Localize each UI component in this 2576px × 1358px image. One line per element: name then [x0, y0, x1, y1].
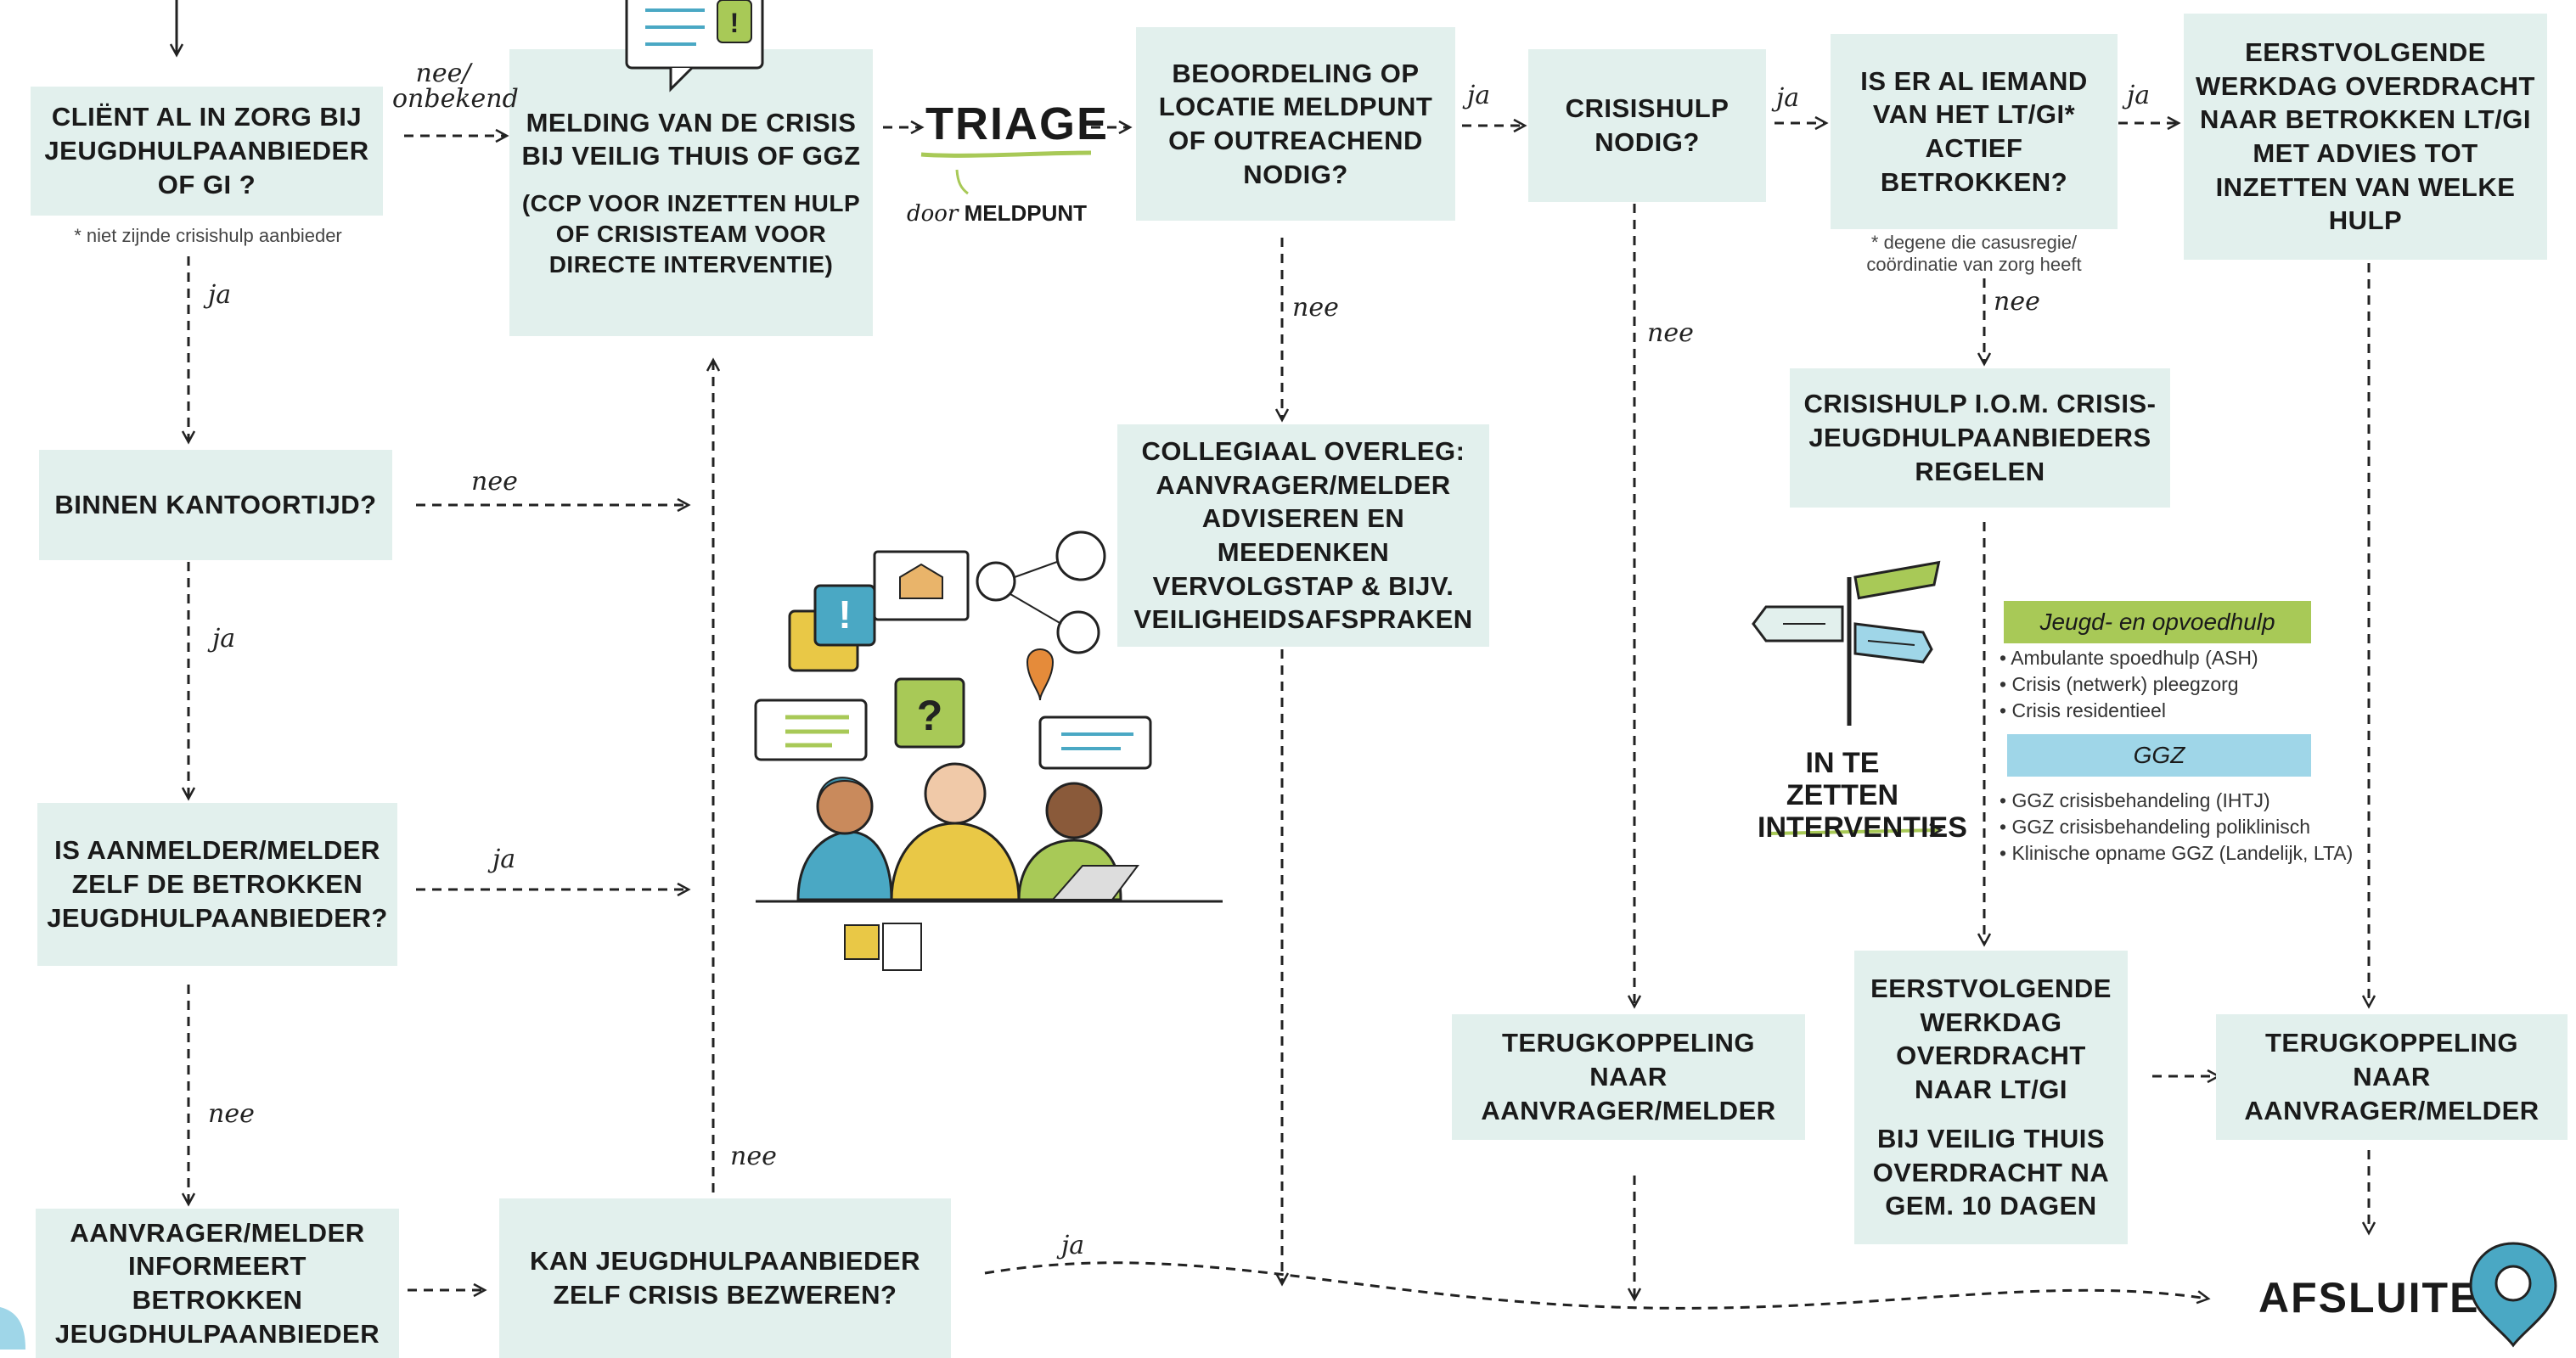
box-aanvrager-informeert: Aanvrager/melder informeert betrokken je…: [36, 1209, 399, 1358]
box-collegiaal-overleg: Collegiaal overleg: aanvrager/melder adv…: [1117, 424, 1489, 647]
label-nee-kantoor: nee: [471, 467, 518, 497]
note-niet-crisis: * niet zijnde crisishulp aanbieder: [74, 225, 342, 246]
box-melding: Melding van de crisis bij Veilig Thuis o…: [509, 49, 873, 336]
legend-item: GGZ crisisbehandeling poliklinisch: [1999, 814, 2356, 840]
signpost-icon: [1752, 560, 1941, 726]
box-text: Beoordeling op locatie meldpunt of outre…: [1158, 58, 1433, 189]
label-ja-kan: ja: [1061, 1231, 1085, 1260]
box-text: Eerstvolgende werkdag overdracht naar be…: [2196, 36, 2535, 236]
box-text: Kan jeugdhulpaanbieder zelf crisis bezwe…: [530, 1246, 920, 1310]
label-nee-beoordeling: nee: [1292, 293, 1339, 323]
label-ja-1: ja: [208, 280, 232, 310]
label-ja-crisishulp: ja: [1776, 83, 1800, 113]
box-text: Melding van de crisis bij Veilig Thuis o…: [521, 107, 861, 171]
box-client-in-zorg: Cliënt al in zorg bij jeugdhulpaanbieder…: [31, 87, 383, 216]
box-terugkoppeling-1: Terugkoppeling naar aanvrager/melder: [1452, 1014, 1805, 1140]
legend-list-ggz: GGZ crisisbehandeling (IHTJ) GGZ crisisb…: [1999, 788, 2356, 867]
box-text: Terugkoppeling naar aanvrager/melder: [1481, 1028, 1776, 1125]
box-text: Eerstvolgende werkdag overdracht naar LT…: [1870, 974, 2112, 1105]
legend-item: Klinische opname GGZ (Landelijk, LTA): [1999, 840, 2356, 867]
discussion-illustration: ! ?: [754, 530, 1223, 971]
legend-head-ggz: GGZ: [2007, 734, 2311, 777]
legend-item: Ambulante spoedhulp (ASH): [1999, 645, 2339, 671]
label-ja-iemand: ja: [2127, 81, 2151, 110]
label-ja-aanmelder: ja: [492, 845, 516, 874]
label-nee-onbekend: nee/ onbekend: [392, 61, 519, 112]
label-nee-aanmelder: nee: [208, 1099, 255, 1129]
legend-list-jeugd: Ambulante spoedhulp (ASH) Crisis (netwer…: [1999, 645, 2339, 724]
box-text: Terugkoppeling naar aanvrager/melder: [2244, 1028, 2539, 1125]
note-casusregie: * degene die casusregie/ coördinatie van…: [1866, 232, 2082, 275]
triage-sub-prefix: door: [907, 201, 959, 227]
triage-sub: door Meldpunt: [907, 200, 1087, 227]
box-text: Crisishulp nodig?: [1565, 93, 1730, 157]
label-nee-crisishulp: nee: [1647, 318, 1694, 348]
box-crisishulp-regelen: Crisishulp i.o.m. crisis-jeugdhulpaanbie…: [1790, 368, 2170, 508]
box-text: Collegiaal overleg: aanvrager/melder adv…: [1133, 435, 1473, 635]
legend-item: Crisis residentieel: [1999, 698, 2339, 724]
label-text: nee/ onbekend: [392, 59, 519, 114]
triage-title: TRIAGE: [925, 98, 1110, 149]
label-nee-iemand: nee: [1994, 287, 2040, 317]
box-eerstvolgende-advies: Eerstvolgende werkdag overdracht naar be…: [2184, 14, 2547, 260]
legend-head-jeugd: Jeugd- en opvoedhulp: [2004, 601, 2311, 643]
afsluiten-label: AFSLUITEN: [2258, 1274, 2512, 1322]
legend-item: GGZ crisisbehandeling (IHTJ): [1999, 788, 2356, 814]
svg-text:!: !: [730, 8, 740, 38]
label-ja-beoordeling: ja: [1467, 81, 1491, 110]
interventions-title: In te zetten interventies: [1758, 747, 1967, 844]
message-icon: !: [625, 0, 764, 93]
box-eerstvolgende-lt: Eerstvolgende werkdag overdracht naar LT…: [1854, 951, 2128, 1244]
box-text: Cliënt al in zorg bij jeugdhulpaanbieder…: [44, 102, 369, 199]
label-ja-kantoor: ja: [212, 624, 236, 654]
label-nee-kan: nee: [730, 1142, 777, 1171]
box-is-aanmelder: Is aanmelder/melder zelf de betrokken je…: [37, 803, 397, 966]
box-text: Aanvrager/melder informeert betrokken je…: [54, 1217, 380, 1349]
box-crisishulp-nodig: Crisishulp nodig?: [1528, 49, 1766, 202]
legend-item: Crisis (netwerk) pleegzorg: [1999, 671, 2339, 698]
svg-text:!: !: [838, 592, 851, 637]
box-kan-jeugdhulp: Kan jeugdhulpaanbieder zelf crisis bezwe…: [499, 1198, 951, 1358]
location-pin-icon: [2469, 1242, 2557, 1348]
box-text: Is er al iemand van het LT/GI* actief be…: [1860, 65, 2088, 197]
box-subtext: bij Veilig Thuis overdracht na gem. 10 d…: [1872, 1123, 2110, 1221]
box-text: Is aanmelder/melder zelf de betrokken je…: [47, 835, 388, 933]
box-text: Crisishulp i.o.m. crisis-jeugdhulpaanbie…: [1803, 389, 2157, 486]
triage-sub-label: Meldpunt: [964, 200, 1088, 226]
box-terugkoppeling-2: Terugkoppeling naar aanvrager/melder: [2216, 1014, 2568, 1140]
corner-decoration: [0, 1307, 25, 1350]
box-subtext: (CCP voor inzetten hulp of crisisteam vo…: [521, 189, 861, 278]
box-binnen-kantoortijd: Binnen kantoortijd?: [39, 450, 392, 560]
box-iemand-betrokken: Is er al iemand van het LT/GI* actief be…: [1831, 34, 2118, 229]
box-text: Binnen kantoortijd?: [54, 490, 377, 520]
svg-text:?: ?: [917, 692, 943, 739]
box-beoordeling: Beoordeling op locatie meldpunt of outre…: [1136, 27, 1455, 221]
